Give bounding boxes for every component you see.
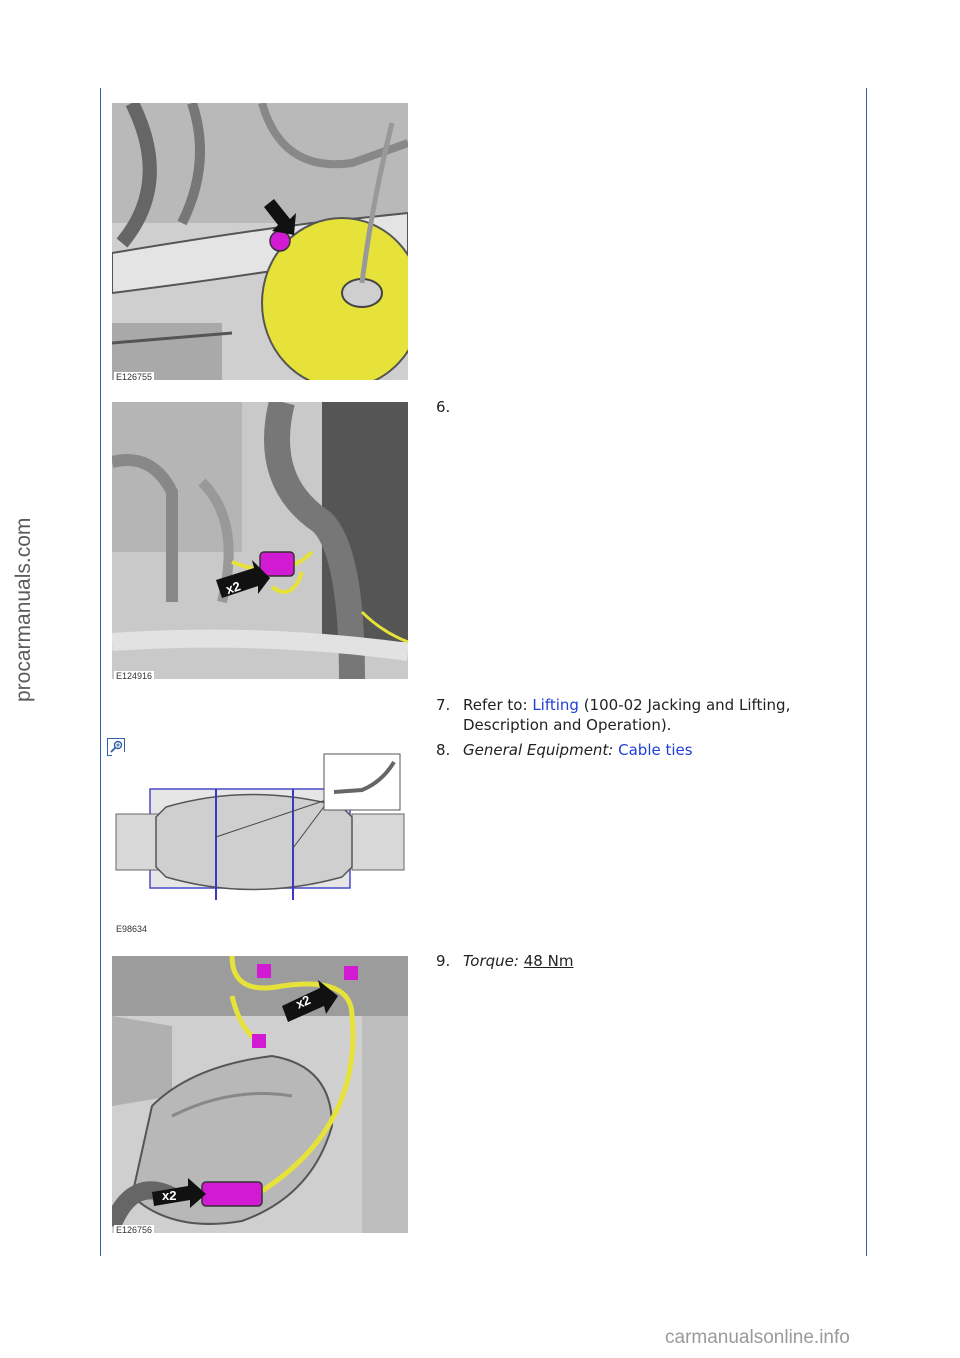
step-text: Refer to: bbox=[463, 696, 533, 714]
side-watermark: procarmanuals.com bbox=[12, 517, 35, 702]
magnifier-icon bbox=[110, 740, 123, 753]
figure-code: E124916 bbox=[114, 671, 155, 681]
step-number: 9. bbox=[436, 952, 451, 970]
cable-ties-link[interactable]: Cable ties bbox=[618, 741, 693, 759]
step-number: 8. bbox=[436, 741, 451, 759]
figure-exhaust-sensor-top: E126755 bbox=[112, 103, 408, 382]
figure-illustration bbox=[112, 752, 408, 932]
left-margin-rule bbox=[100, 88, 101, 1256]
torque-label: Torque: bbox=[463, 952, 519, 970]
figure-cable-ties: E98634 bbox=[112, 752, 408, 934]
figure-code: E98634 bbox=[114, 924, 150, 934]
step-text-continued: Description and Operation). bbox=[463, 716, 672, 734]
step-text: (100-02 Jacking and Lifting, bbox=[578, 696, 791, 714]
step-number: 7. bbox=[436, 696, 451, 714]
step-number: 6. bbox=[436, 398, 451, 416]
figure-code: E126756 bbox=[114, 1225, 155, 1235]
x2-callout: x2 bbox=[224, 578, 242, 597]
figure-code: E126755 bbox=[114, 372, 155, 382]
figure-illustration bbox=[112, 103, 408, 380]
figure-sensor-connector: x2 E124916 bbox=[112, 402, 408, 681]
step-9: 9. Torque: 48 Nm bbox=[436, 951, 573, 971]
figure-illustration: x2 bbox=[112, 402, 408, 679]
x2-callout: x2 bbox=[162, 1188, 176, 1203]
equipment-label: General Equipment: bbox=[463, 741, 614, 759]
torque-value: 48 Nm bbox=[523, 952, 574, 970]
lifting-link[interactable]: Lifting bbox=[532, 696, 579, 714]
figure-illustration: x2 x2 bbox=[112, 956, 408, 1233]
step-6: 6. bbox=[436, 397, 463, 417]
step-7: 7. Refer to: Lifting (100-02 Jacking and … bbox=[436, 695, 790, 735]
right-margin-rule bbox=[866, 88, 867, 1256]
step-8: 8. General Equipment: Cable ties bbox=[436, 740, 693, 760]
bottom-watermark: carmanualsonline.info bbox=[665, 1327, 850, 1348]
figure-torque: x2 x2 E126756 bbox=[112, 956, 408, 1235]
x2-callout: x2 bbox=[293, 992, 312, 1012]
